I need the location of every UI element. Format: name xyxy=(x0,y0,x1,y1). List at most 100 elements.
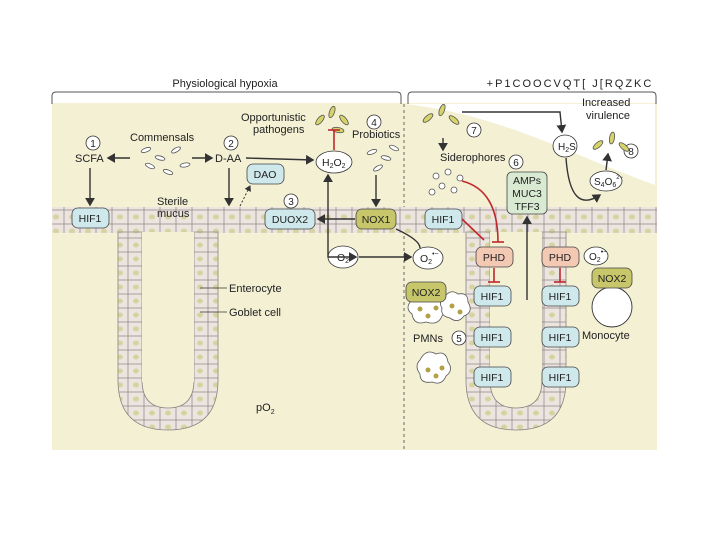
arrow-superoxide-loop xyxy=(395,228,421,249)
mono-superoxide-label: O2•− xyxy=(589,249,607,264)
increased-label-2: virulence xyxy=(586,110,630,122)
commensals-label: Commensals xyxy=(130,132,195,144)
inhibit-hif1-phd xyxy=(461,218,485,241)
svg-text:HIF1: HIF1 xyxy=(481,372,504,384)
svg-text:HIF1: HIF1 xyxy=(79,213,102,225)
h2o2-label: H2O2 xyxy=(322,157,346,170)
phd-left-box: PHD xyxy=(475,246,514,268)
h2o2-ellipse xyxy=(315,150,353,174)
mono-superoxide-ellipse xyxy=(583,246,609,266)
s4o6-ellipse xyxy=(589,170,623,192)
svg-text:HIF1: HIF1 xyxy=(481,291,504,303)
svg-text:HIF1: HIF1 xyxy=(432,214,455,226)
nox2-mono-box: NOX2 xyxy=(591,267,633,289)
svg-text:PHD: PHD xyxy=(549,252,572,264)
step-3: 3 xyxy=(283,193,299,209)
svg-text:7: 7 xyxy=(471,126,477,137)
svg-text:DAO: DAO xyxy=(254,169,277,181)
svg-text:PHD: PHD xyxy=(483,252,506,264)
o2-label: O2 xyxy=(337,252,349,265)
sterile-label-1: Sterile xyxy=(157,196,188,208)
svg-text:1: 1 xyxy=(90,139,96,150)
svg-text:HIF1: HIF1 xyxy=(549,291,572,303)
superoxide-ellipse xyxy=(412,246,444,270)
step-5: 5 xyxy=(451,330,467,346)
svg-text:HIF1: HIF1 xyxy=(549,332,572,344)
increased-label-1: Increased xyxy=(582,97,630,109)
arrow-h2s-s4o6 xyxy=(565,157,602,203)
pmn-nuclei xyxy=(417,303,463,379)
epithelium-left-band xyxy=(52,207,404,233)
hif1-col-a-2: HIF1 xyxy=(473,326,512,348)
nox2-pmn-box: NOX2 xyxy=(405,281,447,303)
monocyte-label: Monocyte xyxy=(582,330,630,342)
svg-text:2: 2 xyxy=(228,139,234,150)
hif1-col-b-1: HIF1 xyxy=(541,285,580,307)
svg-text:NOX1: NOX1 xyxy=(362,214,391,226)
step-4: 4 xyxy=(366,114,382,130)
h2s-ellipse xyxy=(552,134,578,158)
arrow-s4o6-virulence xyxy=(602,152,612,171)
dao-box: DAO xyxy=(246,163,285,185)
inhibit-siderophores-phd xyxy=(461,180,499,243)
svg-text:DUOX2: DUOX2 xyxy=(272,214,308,226)
crypt-left xyxy=(117,231,219,431)
h2s-label: H2S xyxy=(558,142,576,154)
siderophores-label: Siderophores xyxy=(440,152,506,164)
svg-text:6: 6 xyxy=(513,158,519,169)
arrow-pathogens-h2s xyxy=(462,111,567,134)
pathogen-bacteria xyxy=(315,105,349,134)
svg-text:NOX2: NOX2 xyxy=(598,273,627,285)
s4o6-label: S4O62− xyxy=(594,175,624,189)
svg-text:NOX2: NOX2 xyxy=(412,287,441,299)
phd-right-box: PHD xyxy=(541,246,580,268)
svg-text:8: 8 xyxy=(628,147,634,158)
arrow-daa-h2o2 xyxy=(245,154,315,165)
goblet-label: Goblet cell xyxy=(229,307,281,319)
scfa-label: SCFA xyxy=(75,153,104,165)
hif1-col-b-3: HIF1 xyxy=(541,366,580,388)
opportunistic-label-1: Opportunistic xyxy=(241,112,306,124)
enterocyte-label: Enterocyte xyxy=(229,283,282,295)
arrow-o2-superoxide xyxy=(327,230,358,262)
right-bracket xyxy=(407,91,657,104)
pmns-label: PMNs xyxy=(413,333,443,345)
step-1: 1 xyxy=(85,135,101,151)
step-2: 2 xyxy=(223,135,239,151)
superoxide-label: O2•− xyxy=(420,251,439,266)
right-lumen-edge xyxy=(405,104,655,185)
nox1-box: NOX1 xyxy=(355,208,397,230)
hif1-col-b-2: HIF1 xyxy=(541,326,580,348)
crypt-left-lumen xyxy=(142,232,194,382)
svg-text:TFF3: TFF3 xyxy=(514,201,539,213)
monocyte-cell xyxy=(591,286,633,328)
duox2-box: DUOX2 xyxy=(264,208,316,230)
sterile-label-2: mucus xyxy=(157,208,190,220)
commensal-bacteria xyxy=(140,146,191,175)
svg-text:MUC3: MUC3 xyxy=(512,188,542,200)
svg-text:HIF1: HIF1 xyxy=(549,372,572,384)
left-bracket xyxy=(51,91,402,104)
right-pathogen-bacteria xyxy=(422,103,630,152)
po2-label: pO2 xyxy=(256,402,275,416)
hif1-right-top-box: HIF1 xyxy=(424,208,463,230)
hif1-col-a-3: HIF1 xyxy=(473,366,512,388)
svg-text:HIF1: HIF1 xyxy=(481,332,504,344)
svg-text:3: 3 xyxy=(288,197,294,208)
amps-box: AMPs MUC3 TFF3 xyxy=(506,171,548,215)
step-7: 7 xyxy=(466,122,482,138)
svg-text:4: 4 xyxy=(371,118,377,129)
svg-text:5: 5 xyxy=(456,334,462,345)
step-6: 6 xyxy=(508,154,524,170)
daa-label: D-AA xyxy=(215,153,242,165)
probiotic-bacteria xyxy=(366,144,400,172)
right-title: +P1COOCVQT[ J[RQZKC xyxy=(487,78,654,90)
svg-text:AMPs: AMPs xyxy=(513,175,541,187)
left-title: Physiological hypoxia xyxy=(172,78,278,90)
probiotics-label: Probiotics xyxy=(352,129,401,141)
hif1-left-box: HIF1 xyxy=(71,207,110,229)
opportunistic-label-2: pathogens xyxy=(253,124,305,136)
siderophore-dots xyxy=(428,168,464,196)
hif1-col-a-1: HIF1 xyxy=(473,285,512,307)
